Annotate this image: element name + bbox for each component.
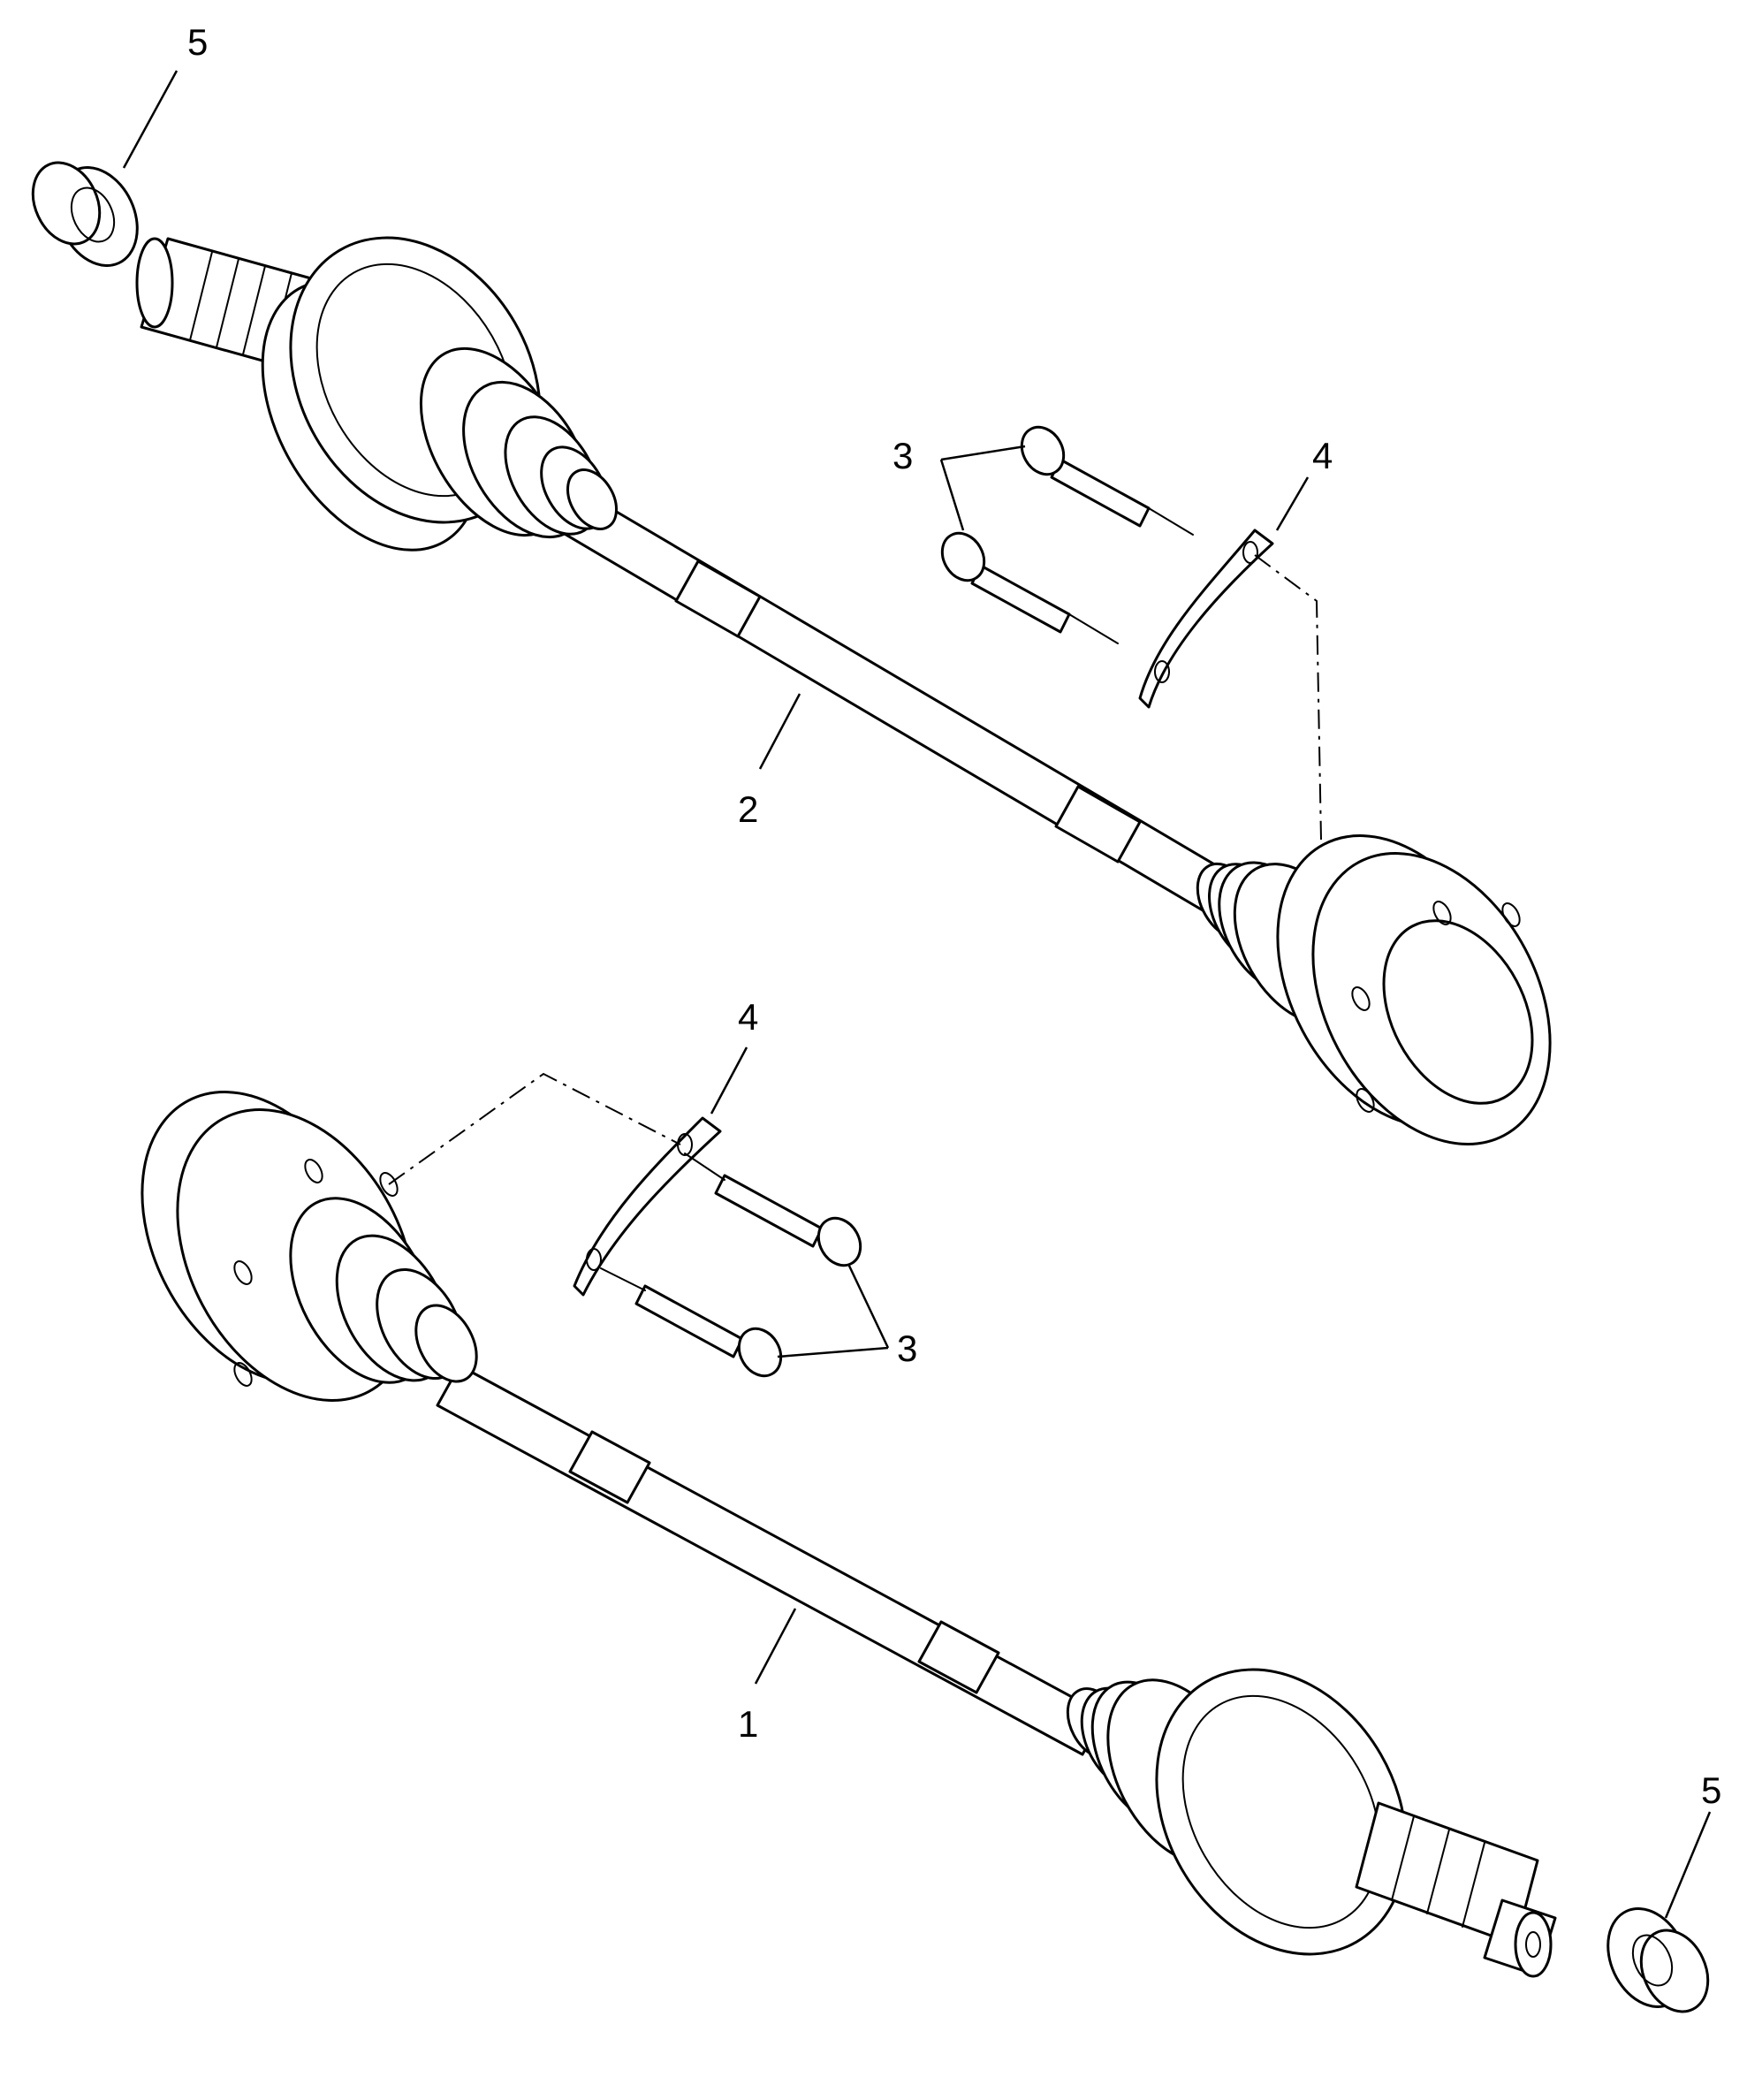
callout-5-upper: 5 <box>187 21 208 63</box>
callout-2: 2 <box>738 788 758 830</box>
callout-5-lower: 5 <box>1701 1769 1721 1811</box>
lock-plate-lower <box>573 1116 722 1297</box>
driveshaft-upper <box>135 236 1552 1145</box>
bolt-lower-b <box>634 1284 783 1378</box>
driveshaft-lower <box>141 1091 1557 1978</box>
nut-upper <box>31 161 139 267</box>
callout-3-upper: 3 <box>892 435 913 476</box>
assembly-line-lower <box>388 1072 681 1185</box>
callout-4-lower: 4 <box>738 996 758 1038</box>
callout-4-upper: 4 <box>1312 435 1333 476</box>
callout-3-lower: 3 <box>897 1328 917 1369</box>
bolt-upper-a <box>1020 425 1151 528</box>
bolt-upper-b <box>940 531 1071 634</box>
callout-1: 1 <box>738 1703 758 1745</box>
lock-plate-upper <box>1138 529 1274 709</box>
assembly-line-upper <box>1254 554 1322 841</box>
bolt-lower-a <box>714 1174 862 1267</box>
nut-lower <box>1606 1907 1710 2013</box>
leader-lines <box>122 70 1712 1919</box>
